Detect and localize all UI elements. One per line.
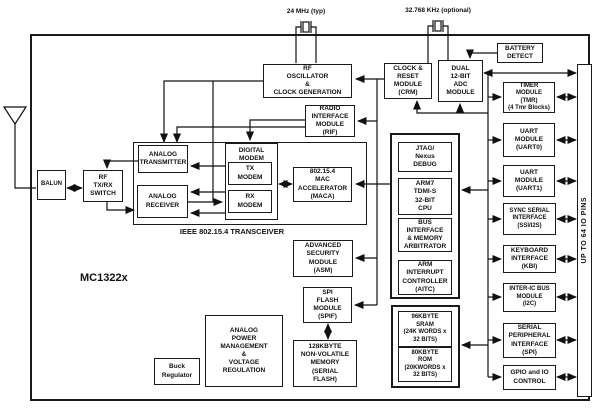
transceiver-label: IEEE 802.15.4 TRANSCEIVER bbox=[179, 227, 285, 236]
io-pins-label: UP TO 64 IO PINS bbox=[581, 197, 588, 264]
block-spi-interface: SERIAL PERIPHERAL INTERFACE (SPI) bbox=[503, 323, 556, 358]
block-analog-transmitter: ANALOG TRANSMITTER bbox=[138, 145, 188, 173]
block-timer-module: TIMER MODULE (TMR) (4 Tmr Blocks) bbox=[503, 82, 555, 113]
block-rom: 80KBYTE ROM (20KWORDS x 32 BITS) bbox=[398, 347, 452, 382]
block-i2c-module: INTER-IC BUS MODULE (I2C) bbox=[503, 283, 556, 312]
block-analog-receiver: ANALOG RECEIVER bbox=[137, 185, 188, 218]
block-advanced-security-module: ADVANCED SECURITY MODULE (ASM) bbox=[293, 240, 353, 277]
block-gpio-control: GPIO and IO CONTROL bbox=[503, 365, 556, 390]
block-jtag-nexus-debug: JTAG/ Nexus DEBUG bbox=[398, 142, 452, 172]
io-pins-bar: UP TO 64 IO PINS bbox=[577, 64, 592, 397]
block-sram: 96KBYTE SRAM (24K WORDS x 32 BITS) bbox=[398, 311, 452, 347]
block-arm7-cpu: ARM7 TDMI-S 32-BIT CPU bbox=[398, 178, 452, 215]
block-adc-module: DUAL 12-BIT ADC MODULE bbox=[438, 60, 483, 102]
block-clock-reset-module: CLOCK & RESET MODULE (CRM) bbox=[384, 63, 432, 99]
block-radio-interface-module: RADIO INTERFACE MODULE (RIF) bbox=[305, 105, 355, 137]
block-mac-accelerator: 802.15.4 MAC ACCELERATOR (MACA) bbox=[293, 167, 352, 202]
transceiver-container bbox=[133, 142, 367, 225]
block-rf-txrx-switch: RF TX/RX SWITCH bbox=[83, 170, 123, 202]
block-spi-flash-module: SPI FLASH MODULE (SPIF) bbox=[303, 287, 352, 323]
block-bus-interface-arbitrator: BUS INTERFACE & MEMORY ARBITRATOR bbox=[398, 218, 452, 252]
block-tx-modem: TX MODEM bbox=[228, 162, 272, 185]
chip-label: MC1322x bbox=[80, 272, 128, 284]
block-buck-regulator: Buck Regulator bbox=[154, 358, 200, 385]
block-keyboard-interface: KEYBOARD INTERFACE (KBI) bbox=[503, 245, 556, 273]
cpu-container bbox=[390, 133, 460, 299]
block-rf-oscillator: RF OSCILLATOR & CLOCK GENERATION bbox=[263, 64, 352, 98]
antenna-icon bbox=[2, 106, 36, 189]
block-uart1: UART MODULE (UART1) bbox=[503, 165, 555, 197]
crystal-32khz-label: 32.768 KHz (optional) bbox=[405, 7, 471, 14]
block-sync-serial-interface: SYNC SERIAL INTERFACE (SSI/I2S) bbox=[503, 203, 556, 235]
crystal-24mhz-label: 24 MHz (typ) bbox=[286, 8, 326, 15]
block-arm-interrupt-controller: ARM INTERRUPT CONTROLLER (AITC) bbox=[398, 260, 452, 295]
crystal-24mhz-icon bbox=[295, 21, 317, 63]
block-uart0: UART MODULE (UART0) bbox=[503, 123, 555, 157]
memory-container bbox=[391, 305, 460, 388]
block-rx-modem: RX MODEM bbox=[228, 190, 272, 213]
crystal-32khz-icon bbox=[427, 20, 449, 63]
block-balun: BALUN bbox=[37, 170, 66, 200]
block-analog-power-mgmt: ANALOG POWER MANAGEMENT & VOLTAGE REGULA… bbox=[205, 315, 283, 387]
block-battery-detect: BATTERY DETECT bbox=[497, 43, 543, 63]
block-nonvolatile-memory: 128KBYTE NON-VOLATILE MEMORY (SERIAL FLA… bbox=[293, 340, 357, 387]
